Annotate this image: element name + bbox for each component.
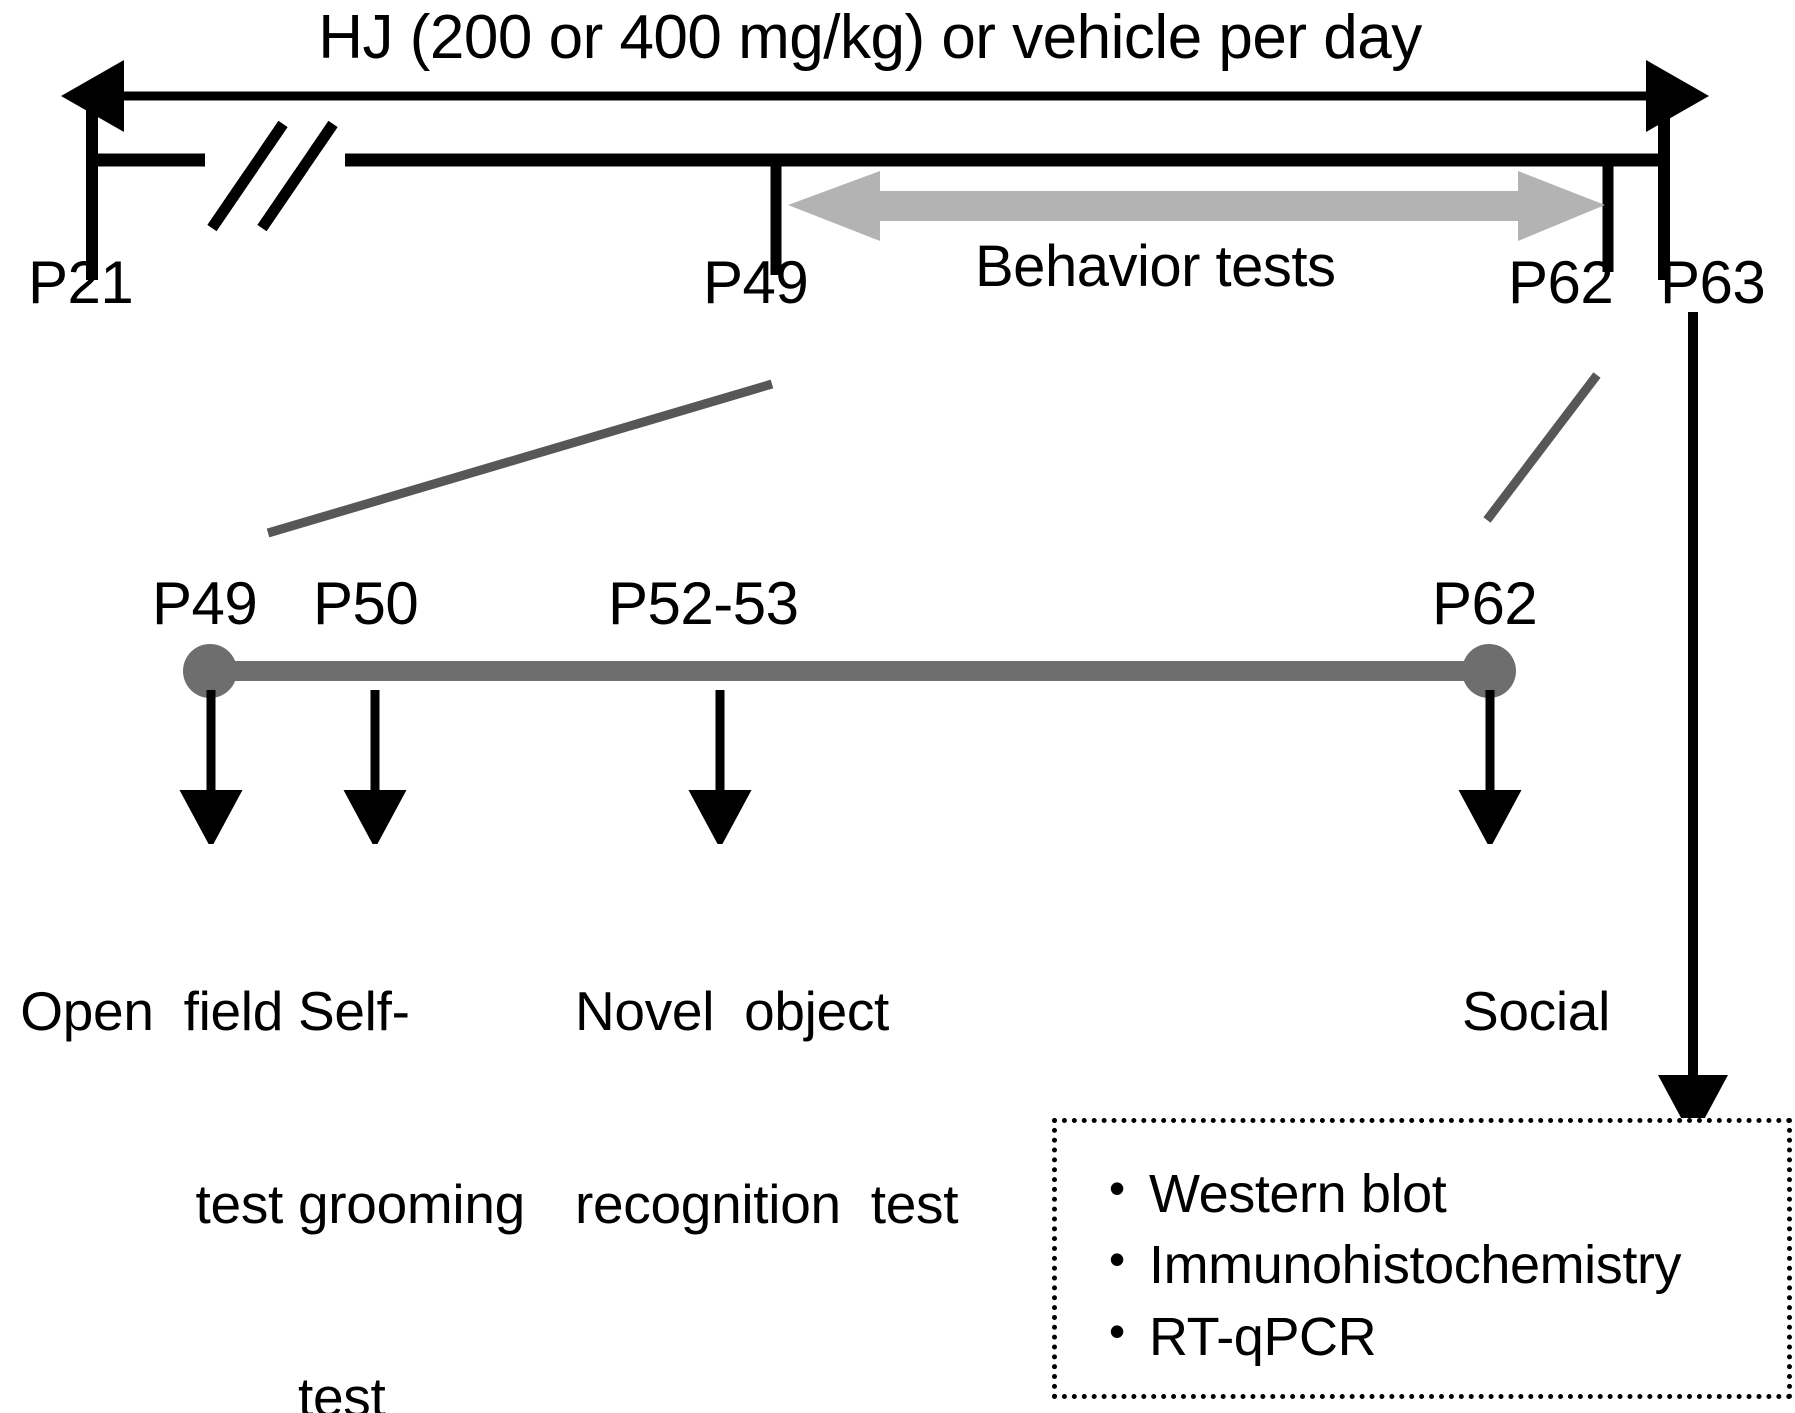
behavior-day-label-p52-53: P52-53: [608, 570, 799, 637]
behavior-day-label-p49: P49: [152, 570, 258, 637]
list-item-label: RT-qPCR: [1149, 1306, 1377, 1367]
timeline-label-p49: P49: [703, 249, 809, 316]
bullet-icon: •: [1109, 1233, 1125, 1286]
test-label-line: Novel object: [575, 979, 890, 1042]
connector-line-right: [1483, 372, 1601, 523]
behavior-tests-label: Behavior tests: [975, 234, 1336, 299]
list-item: • Western blot: [1103, 1159, 1787, 1230]
connector-line-left: [266, 379, 774, 538]
test-label-line: Social: [1462, 979, 1610, 1042]
behavior-tests-span-arrow: [788, 171, 1605, 241]
treatment-title: HJ (200 or 400 mg/kg) or vehicle per day: [318, 3, 1422, 72]
list-item: • RT-qPCR: [1103, 1302, 1787, 1373]
test-label-line: Open field: [20, 979, 283, 1042]
endpoint-assays-box: • Western blot • Immunohistochemistry • …: [1052, 1118, 1792, 1399]
bullet-icon: •: [1109, 1304, 1125, 1357]
test-label-line: grooming: [298, 1172, 525, 1235]
test-pointer-arrows: [211, 690, 1490, 790]
list-item-label: Immunohistochemistry: [1149, 1235, 1682, 1296]
timeline-label-p62: P62: [1508, 249, 1614, 316]
test-label-line: test: [298, 1365, 386, 1413]
timeline-label-p21: P21: [28, 249, 134, 316]
endpoint-assays-list: • Western blot • Immunohistochemistry • …: [1057, 1123, 1787, 1373]
test-label-novel-object-recognition-test: Novel object recognition test: [575, 850, 1075, 1365]
behavior-day-label-p50: P50: [313, 570, 419, 637]
test-label-line: Self-: [298, 979, 410, 1042]
list-item-label: Western blot: [1149, 1164, 1447, 1224]
behavior-day-label-p62: P62: [1432, 570, 1538, 637]
timeline-label-p63: P63: [1660, 249, 1766, 316]
test-label-open-field-test: Open field test: [0, 850, 283, 1365]
timeline-endpoint-p62: [1462, 644, 1516, 698]
behavior-test-timeline: [183, 644, 1516, 698]
test-label-line: recognition test: [575, 1172, 959, 1235]
list-item: • Immunohistochemistry: [1103, 1230, 1787, 1301]
axis-break-icon: [205, 120, 345, 232]
test-label-line: test: [195, 1172, 284, 1235]
timeline-endpoint-p49: [183, 644, 237, 698]
bullet-icon: •: [1109, 1162, 1125, 1214]
test-label-self-grooming-test: Self- grooming test: [298, 850, 628, 1413]
